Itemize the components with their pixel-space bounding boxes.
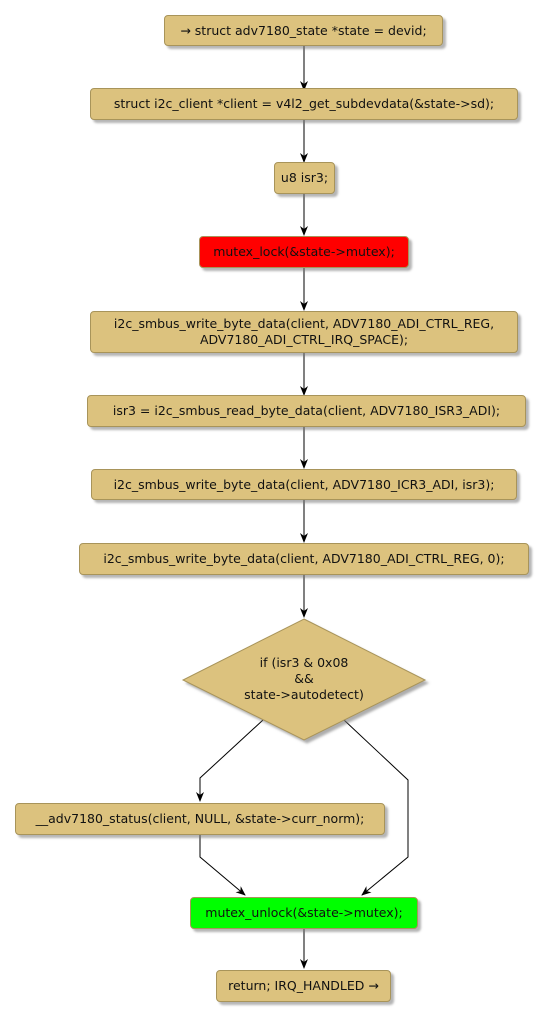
node-read-isr3-text: isr3 = i2c_smbus_read_byte_data(client, … bbox=[112, 403, 501, 418]
node-write-icr3: i2c_smbus_write_byte_data(client, ADV718… bbox=[91, 469, 517, 500]
node-mutex-unlock-text: mutex_unlock(&state->mutex); bbox=[205, 905, 403, 920]
node-start-text: → struct adv7180_state *state = devid; bbox=[180, 22, 427, 38]
condition-line3: state->autodetect) bbox=[244, 687, 364, 702]
edge-condition-status bbox=[196, 719, 264, 802]
condition-diamond bbox=[181, 618, 427, 741]
node-write-ctrl-space: i2c_smbus_write_byte_data(client, ADV718… bbox=[90, 311, 518, 353]
edge-status-unlock bbox=[199, 835, 246, 896]
node-read-isr3: isr3 = i2c_smbus_read_byte_data(client, … bbox=[87, 395, 526, 427]
node-status-text: __adv7180_status(client, NULL, &state->c… bbox=[35, 811, 365, 826]
edge-condition-unlock bbox=[343, 719, 409, 896]
node-return-text: return; IRQ_HANDLED → bbox=[228, 978, 379, 993]
node-write-icr3-text: i2c_smbus_write_byte_data(client, ADV718… bbox=[113, 476, 495, 492]
node-start: → struct adv7180_state *state = devid; bbox=[164, 15, 443, 46]
condition-text: if (isr3 & 0x08 && state->autodetect) bbox=[204, 655, 404, 703]
node-isr3-decl-text: u8 isr3; bbox=[280, 170, 329, 185]
node-client-text: struct i2c_client *client = v4l2_get_sub… bbox=[113, 96, 495, 111]
node-write-ctrl-space-line2: ADV7180_ADI_CTRL_IRQ_SPACE); bbox=[199, 332, 409, 347]
node-mutex-lock: mutex_lock(&state->mutex); bbox=[199, 236, 409, 268]
node-write-ctrl-zero-text: i2c_smbus_write_byte_data(client, ADV718… bbox=[103, 551, 505, 566]
node-isr3-decl: u8 isr3; bbox=[274, 162, 335, 194]
node-mutex-lock-text: mutex_lock(&state->mutex); bbox=[213, 244, 395, 259]
condition-line1: if (isr3 & 0x08 bbox=[259, 655, 349, 670]
node-status: __adv7180_status(client, NULL, &state->c… bbox=[15, 803, 385, 835]
condition-line2: && bbox=[294, 671, 314, 686]
node-write-ctrl-space-line1: i2c_smbus_write_byte_data(client, ADV718… bbox=[113, 316, 495, 331]
node-return: return; IRQ_HANDLED → bbox=[216, 970, 391, 1002]
node-mutex-unlock: mutex_unlock(&state->mutex); bbox=[190, 897, 418, 929]
node-write-ctrl-zero: i2c_smbus_write_byte_data(client, ADV718… bbox=[79, 543, 529, 575]
node-client: struct i2c_client *client = v4l2_get_sub… bbox=[90, 88, 518, 120]
